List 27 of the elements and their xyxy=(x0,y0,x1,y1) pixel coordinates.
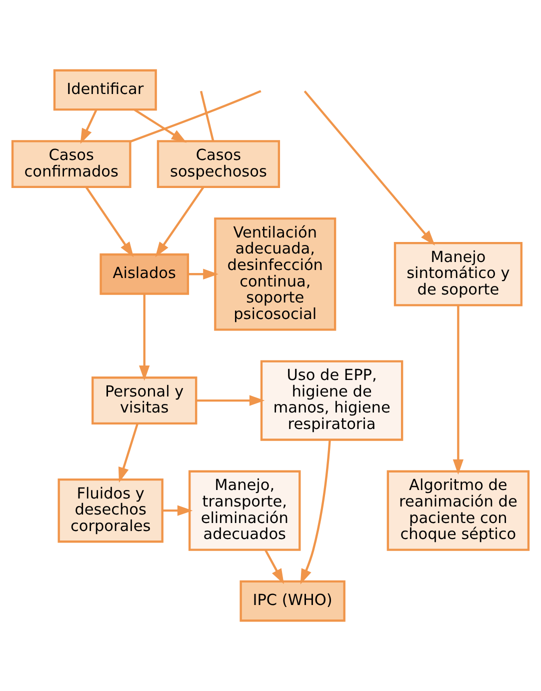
node-box: Casos sospechosos xyxy=(156,140,280,188)
arrow xyxy=(139,294,150,381)
connector xyxy=(130,90,262,143)
arrow xyxy=(80,109,98,144)
arrow xyxy=(264,550,284,584)
arrow xyxy=(85,186,134,258)
node-box: Uso de EPP, higiene de manos, higiene respiratoria xyxy=(260,360,404,441)
node-box: Fluidos y desechos corporales xyxy=(58,478,164,543)
arrow xyxy=(304,90,435,246)
node-box: IPC (WHO) xyxy=(240,580,346,622)
node-box: Casos confirmados xyxy=(11,140,132,188)
arrow xyxy=(118,423,139,483)
node-box: Personal y visitas xyxy=(92,376,198,424)
arrow xyxy=(188,268,218,280)
node-box: Identificar xyxy=(53,69,157,111)
node-box: Algoritmo de reanimación de paciente con choque séptico xyxy=(386,470,530,551)
node-box: Aislados xyxy=(100,253,190,295)
node-box: Ventilación adecuada, desinfección continua, soporte psicosocial xyxy=(214,217,336,331)
node-box: Manejo, transporte, eliminación adecuados xyxy=(188,470,301,551)
arrow xyxy=(155,186,204,258)
arrow xyxy=(452,305,464,475)
arrow xyxy=(196,395,265,406)
node-box: Manejo sintomático y de soporte xyxy=(394,242,522,306)
arrow xyxy=(300,440,331,584)
arrow xyxy=(134,108,187,143)
connector xyxy=(200,90,214,142)
arrow xyxy=(162,505,193,516)
